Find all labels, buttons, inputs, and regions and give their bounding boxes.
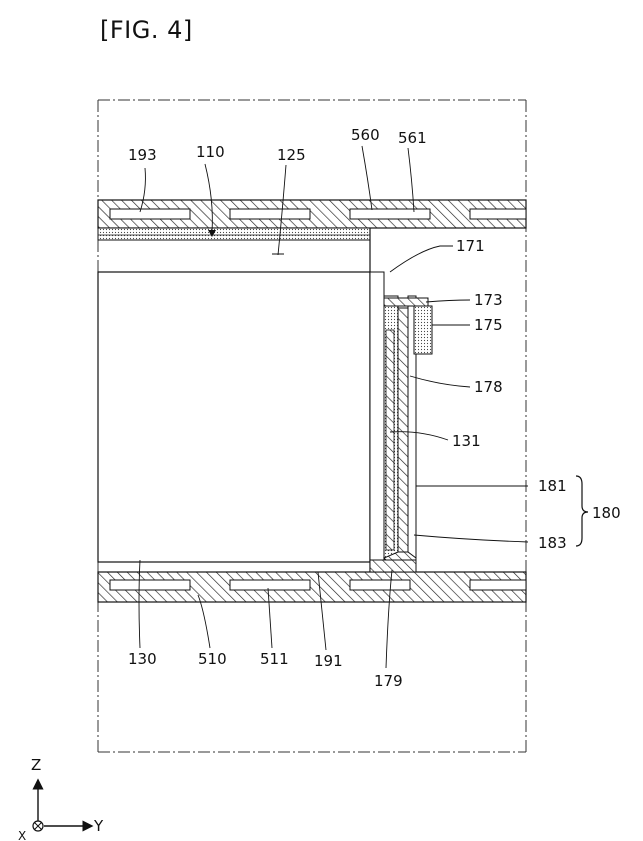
label-183: 183: [538, 534, 567, 552]
label-175: 175: [474, 316, 503, 334]
top-plate: [98, 200, 526, 228]
label-110: 110: [196, 143, 225, 161]
label-180: 180: [592, 504, 621, 522]
label-181: 181: [538, 477, 567, 495]
coordinate-axes: Z Y X: [18, 756, 104, 841]
label-171: 171: [456, 237, 485, 255]
bottom-plate: [98, 572, 526, 602]
label-191: 191: [314, 652, 343, 670]
label-561: 561: [398, 129, 427, 147]
label-173: 173: [474, 291, 503, 309]
label-179: 179: [374, 672, 403, 690]
label-193: 193: [128, 146, 157, 164]
axis-label-x: X: [18, 829, 26, 841]
label-510: 510: [198, 650, 227, 668]
axis-label-y: Y: [93, 817, 104, 835]
label-131: 131: [452, 432, 481, 450]
label-130: 130: [128, 650, 157, 668]
side-bend-structure: [370, 228, 432, 572]
label-125: 125: [277, 146, 306, 164]
axis-label-z: Z: [31, 756, 41, 774]
label-511: 511: [260, 650, 289, 668]
bracket-180: [576, 476, 588, 546]
label-178: 178: [474, 378, 503, 396]
label-560: 560: [351, 126, 380, 144]
dotted-layer: [98, 228, 370, 240]
display-panel: [98, 272, 370, 562]
